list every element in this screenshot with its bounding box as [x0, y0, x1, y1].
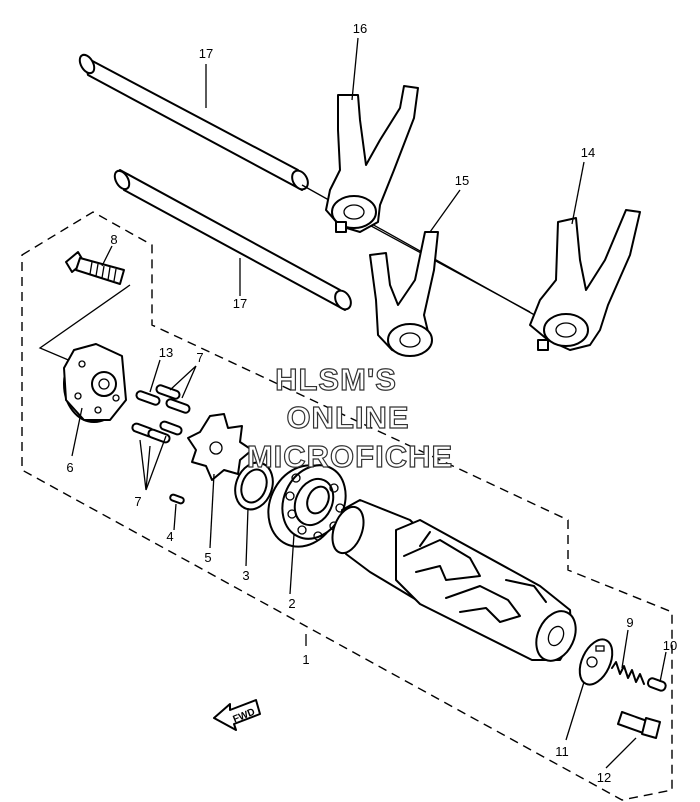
callout-14: 14 [581, 145, 595, 160]
assembly-boundary [21, 211, 673, 801]
callout-13: 13 [159, 345, 173, 360]
leader-line-7b [139, 435, 167, 491]
leader-line-8 [101, 245, 113, 267]
leader-line-3 [245, 507, 249, 567]
bolt-8 [65, 251, 125, 285]
shift-fork-14 [529, 209, 641, 351]
pin-4 [169, 493, 185, 505]
shift-fork-15 [369, 231, 439, 357]
leader-line-15 [429, 189, 461, 233]
shift-fork-16 [325, 85, 419, 233]
leader-line-7a [169, 365, 197, 399]
callout-7b: 7 [134, 494, 141, 509]
callout-3: 3 [242, 568, 249, 583]
callout-17b: 17 [233, 296, 247, 311]
callout-5: 5 [204, 550, 211, 565]
leader-line-5 [209, 473, 215, 549]
leader-line-2 [289, 533, 295, 595]
leader-line-4 [173, 503, 177, 531]
pins-7-upper [135, 384, 191, 414]
shift-fork-shaft-upper [78, 53, 309, 191]
stopper-11 [578, 638, 614, 686]
bearing-2 [267, 464, 347, 548]
callout-6: 6 [66, 460, 73, 475]
callout-4: 4 [166, 529, 173, 544]
callout-9: 9 [626, 615, 633, 630]
callout-16: 16 [353, 21, 367, 36]
spring-9 [611, 661, 645, 685]
leader-line-14 [571, 161, 585, 225]
callout-7a: 7 [196, 350, 203, 365]
fwd-arrow-icon: FWD [213, 699, 261, 731]
callout-1: 1 [302, 652, 309, 667]
callout-17a: 17 [199, 46, 213, 61]
pins-7-lower [131, 420, 183, 444]
watermark-line-1: HLSM'S [275, 362, 397, 397]
leader-line-10 [659, 651, 667, 683]
leader-line-6 [71, 407, 83, 457]
leader-line-12 [605, 737, 637, 769]
callout-15: 15 [455, 173, 469, 188]
callout-2: 2 [288, 596, 295, 611]
callout-10: 10 [663, 638, 677, 653]
leader-line-11 [565, 681, 585, 741]
watermark-line-3: MICROFICHE [247, 439, 453, 474]
shift-drum-1 [331, 499, 577, 662]
leader-line-13 [149, 359, 161, 393]
shift-drum-gear-5 [187, 413, 253, 481]
callout-12: 12 [597, 770, 611, 785]
collar-3 [234, 461, 274, 511]
leader-line-16 [351, 37, 359, 101]
pin-10 [646, 677, 667, 692]
screw-12 [617, 711, 661, 739]
fork-alignment-line [359, 219, 531, 313]
callout-8: 8 [110, 232, 117, 247]
leader-line-9 [621, 629, 629, 669]
shift-fork-shaft-lower [113, 169, 352, 311]
callout-11: 11 [555, 744, 569, 759]
watermark-line-2: ONLINE [286, 400, 409, 435]
segment-6 [63, 343, 127, 423]
